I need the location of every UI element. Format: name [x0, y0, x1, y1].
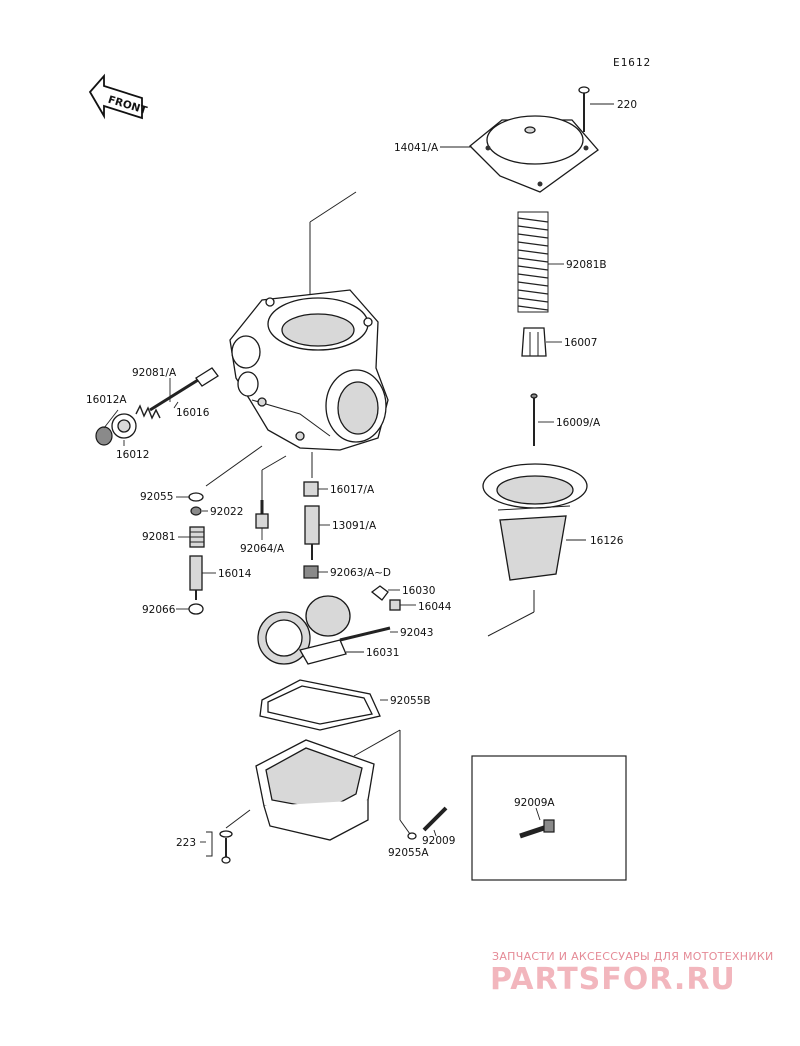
watermark-tagline: ЗАПЧАСТИ И АКСЕССУАРЫ ДЛЯ МОТОТЕХНИКИ: [492, 950, 774, 963]
label-16030: 16030: [402, 585, 435, 597]
label-92081: 92081: [142, 531, 175, 543]
label-92009: 92009: [422, 835, 455, 847]
inset-box: [471, 755, 627, 881]
label-92055b: 92055B: [390, 695, 431, 707]
carburetor-body: [229, 289, 389, 451]
label-92055: 92055: [140, 491, 173, 503]
gasket-92055b: [259, 679, 381, 731]
screw-223: [221, 838, 231, 864]
knob-16012: [111, 413, 137, 439]
label-13091a: 13091/A: [332, 520, 377, 532]
label-16012a: 16012A: [86, 394, 127, 406]
front-arrow-icon: FRONT: [88, 73, 149, 120]
leader-lines: [103, 103, 614, 843]
holder-16007: [521, 327, 547, 357]
top-cover-14041a: [469, 115, 599, 193]
washer-223: [219, 830, 233, 838]
label-92055a: 92055A: [388, 847, 429, 859]
o-ring-92066: [188, 603, 204, 615]
label-16014: 16014: [218, 568, 252, 580]
watermark-logo: PARTSFOR.RU: [490, 962, 736, 997]
label-16007: 16007: [564, 337, 597, 349]
pilot-screw-16016: [149, 367, 219, 412]
label-223: 223: [176, 837, 196, 849]
label-92066: 92066: [142, 604, 176, 616]
gasket-92055a: [407, 832, 417, 840]
float-valve-16044: [389, 599, 401, 611]
spring-92081a: [135, 404, 161, 420]
cap-16012a: [95, 426, 113, 446]
label-16126: 16126: [590, 535, 624, 547]
label-92081b: 92081B: [566, 259, 607, 271]
float-pin-92043: [339, 626, 391, 642]
label-92009a: 92009A: [514, 797, 555, 809]
label-16031: 16031: [366, 647, 399, 659]
label-92043: 92043: [400, 627, 433, 639]
washer-92022: [190, 506, 202, 516]
label-16009a: 16009/A: [556, 417, 601, 429]
spring-92081b: [517, 211, 549, 313]
label-16017a: 16017/A: [330, 484, 375, 496]
label-220: 220: [617, 99, 637, 111]
jet-16014: [189, 555, 203, 600]
label-14041a: 14041/A: [394, 142, 439, 154]
float-bowl: [255, 739, 375, 841]
drain-screw-92009: [422, 806, 448, 832]
clip-16030: [370, 585, 389, 601]
label-92063ad: 92063/A~D: [330, 567, 391, 579]
float-16031: [257, 595, 351, 665]
jet-92063ad: [303, 565, 319, 579]
label-16012: 16012: [116, 449, 149, 461]
label-16016: 16016: [176, 407, 210, 419]
screw-220: [578, 86, 590, 132]
screw-92064a: [255, 500, 269, 529]
needle-jet-13091a: [304, 505, 320, 560]
label-92081a: 92081/A: [132, 367, 177, 379]
diagram-code: E1612: [613, 56, 651, 69]
jet-needle-16009a: [530, 393, 538, 446]
drain-screw-92009a: [519, 819, 555, 839]
vacuum-piston-16126: [482, 463, 588, 581]
spring-92081: [189, 526, 205, 548]
jet-16017a: [303, 481, 319, 497]
label-92022: 92022: [210, 506, 243, 518]
label-92064a: 92064/A: [240, 543, 285, 555]
label-16044: 16044: [418, 601, 452, 613]
o-ring-92055: [188, 492, 204, 502]
